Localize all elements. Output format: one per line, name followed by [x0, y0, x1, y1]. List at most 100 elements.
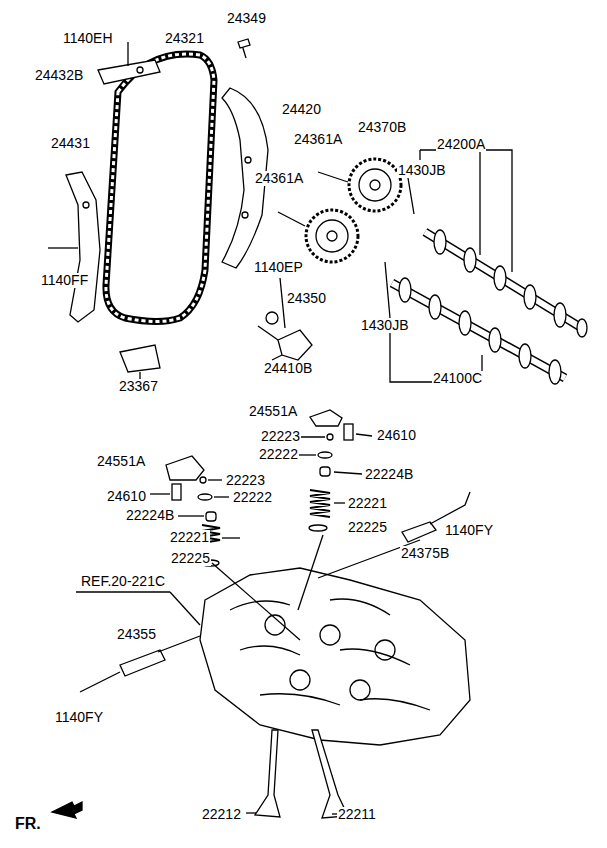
callout-number: 24350	[286, 291, 327, 306]
valve-spring-stroke	[309, 525, 327, 531]
callout-number: 24420	[281, 102, 322, 117]
camshaft-stroke	[554, 303, 566, 327]
tensioner-arm-stroke	[48, 247, 78, 248]
hydraulic-tensioner-stroke	[280, 278, 285, 328]
oil-control-valve-stroke	[430, 492, 470, 524]
camshaft-stroke	[464, 248, 476, 272]
callout-number: 22223	[225, 473, 266, 488]
callout-number: 22225	[170, 551, 211, 566]
camshaft-stroke	[524, 285, 536, 309]
cylinder-head-stroke	[350, 680, 370, 700]
camshaft-stroke	[494, 266, 506, 290]
callout-number: 1140EP	[253, 260, 304, 275]
tensioner-arm-stroke	[66, 172, 100, 322]
cylinder-head-stroke	[200, 568, 470, 745]
valve-spring-stroke	[334, 502, 345, 503]
callout-number: 24321	[164, 31, 205, 46]
callout-number: 1140EH	[62, 31, 114, 46]
oil-control-valve-stroke	[402, 522, 436, 542]
rocker-arm	[166, 410, 342, 480]
camshaft-stroke	[408, 178, 414, 214]
callout-number: 24432B	[34, 68, 84, 83]
cylinder-head-stroke	[298, 535, 323, 610]
tensioner-arm	[48, 172, 100, 322]
valve-cotter	[178, 434, 362, 521]
sprocket-stroke	[318, 172, 348, 182]
camshaft-stroke	[429, 295, 441, 319]
camshaft-stroke	[519, 344, 531, 368]
chain-guide-stroke	[242, 212, 248, 218]
cylinder-head-stroke	[290, 670, 310, 690]
hydraulic-tensioner-stroke	[278, 330, 312, 360]
valve-cotter-stroke	[200, 477, 206, 483]
camshaft-stroke	[549, 360, 561, 384]
cylinder-head	[76, 535, 470, 745]
timing-chain-stroke	[106, 54, 214, 321]
callout-number: 22222	[258, 447, 299, 462]
callout-number: 24361A	[293, 132, 343, 147]
valve-stroke	[246, 812, 256, 813]
timing-chain-stroke	[106, 54, 214, 321]
cylinder-head-stroke	[170, 592, 200, 625]
callout-number: 1140FY	[54, 710, 104, 725]
sprocket-stroke	[306, 210, 358, 262]
callout-number: 22212	[201, 807, 242, 822]
camshaft-stroke	[392, 283, 565, 378]
sprocket-stroke	[316, 220, 348, 252]
sprocket-stroke	[359, 169, 391, 201]
sprocket-stroke	[278, 212, 305, 226]
direction-label: FR.	[14, 816, 42, 831]
oil-control-valve-stroke	[158, 636, 200, 652]
callout-number: 24551A	[96, 454, 146, 469]
hydraulic-tensioner-stroke	[258, 326, 282, 360]
chain-guide-bracket-stroke	[127, 42, 128, 66]
callout-number: 1140FF	[40, 273, 89, 288]
oil-control-valve	[80, 492, 470, 692]
rocker-arm-stroke	[310, 410, 342, 426]
tensioner-arm-stroke	[83, 202, 89, 208]
camshaft-stroke	[392, 283, 565, 378]
camshaft-stroke	[459, 311, 471, 335]
callout-number: 22221	[347, 496, 388, 511]
callout-number: 24349	[226, 11, 267, 26]
chain-guide	[222, 39, 268, 268]
sprocket-stroke	[370, 180, 380, 190]
callout-number: 22225	[347, 520, 388, 535]
callout-number: 1140FY	[444, 523, 494, 538]
cylinder-head-stroke	[230, 599, 430, 710]
valve-spring	[201, 490, 345, 566]
valve	[246, 730, 348, 818]
lifter-stroke	[172, 484, 181, 500]
callout-number: 24410B	[263, 361, 313, 376]
callout-number: 1430JB	[397, 163, 446, 178]
front-arrow-stroke	[52, 802, 82, 818]
cylinder-head-stroke	[320, 625, 340, 645]
lifter	[150, 424, 372, 500]
callout-number: 22224B	[364, 467, 414, 482]
chain-guide-stroke	[238, 39, 250, 48]
callout-number: 24431	[50, 136, 91, 151]
valve-cotter-stroke	[334, 472, 362, 474]
callout-number: 24375B	[400, 546, 450, 561]
valve-cotter-stroke	[208, 479, 222, 480]
callout-number: 24370B	[357, 120, 407, 135]
valve-cotter-stroke	[206, 512, 216, 521]
callout-number: 24610	[106, 489, 147, 504]
lifter-stroke	[356, 434, 372, 436]
camshaft-stroke	[399, 278, 411, 302]
valve-cotter-stroke	[198, 494, 212, 500]
rocker-arm-stroke	[166, 456, 204, 480]
callout-number: 24551A	[248, 404, 298, 419]
camshaft	[385, 150, 587, 384]
callout-number: 24355	[116, 627, 157, 642]
camshaft-stroke	[385, 262, 390, 318]
sprocket-stroke	[349, 159, 401, 211]
cylinder-head-stroke	[212, 563, 300, 640]
callout-number: 1430JB	[360, 318, 409, 333]
cylinder-head-stroke	[76, 591, 170, 592]
chain-guide-bracket-stroke	[98, 60, 160, 84]
cylinder-head-stroke	[375, 640, 395, 660]
callout-number: 24100C	[432, 371, 483, 386]
timing-chain	[106, 54, 214, 321]
